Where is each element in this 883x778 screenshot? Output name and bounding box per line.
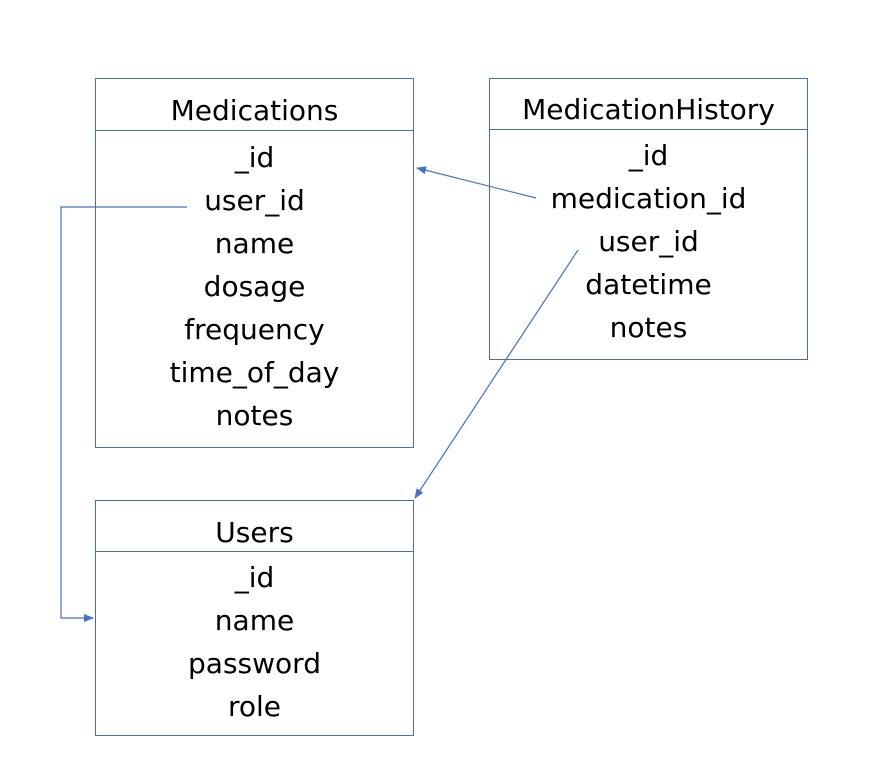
medications-field-time-of-day: time_of_day	[169, 356, 340, 389]
medication-history-field-list: _id medication_id user_id datetime notes	[490, 130, 807, 349]
medications-field-frequency: frequency	[184, 313, 325, 346]
medications-field-name: name	[214, 227, 295, 260]
users-table: Users _id name password role	[95, 500, 414, 736]
medications-field-user-id: user_id	[204, 184, 305, 217]
medications-field-list: _id user_id name dosage frequency time_o…	[96, 131, 413, 437]
medication-history-field-user-id: user_id	[598, 225, 699, 258]
medication-history-field-notes: notes	[609, 311, 688, 344]
users-field-role: role	[227, 690, 282, 723]
medications-field-notes: notes	[215, 399, 294, 432]
medications-field-dosage: dosage	[203, 270, 306, 303]
users-field-name: name	[214, 604, 295, 637]
users-field-password: password	[188, 647, 321, 680]
medications-field-id: _id	[234, 141, 275, 174]
medication-history-field-id: _id	[628, 139, 669, 172]
medications-table-title: Medications	[96, 79, 413, 131]
medication-history-table-title: MedicationHistory	[490, 79, 807, 130]
medications-table: Medications _id user_id name dosage freq…	[95, 78, 414, 448]
medication-history-table: MedicationHistory _id medication_id user…	[489, 78, 808, 360]
users-table-title: Users	[96, 501, 413, 552]
users-field-id: _id	[234, 561, 275, 594]
medication-history-field-medication-id: medication_id	[550, 182, 747, 215]
users-field-list: _id name password role	[96, 552, 413, 728]
medication-history-field-datetime: datetime	[585, 268, 712, 301]
